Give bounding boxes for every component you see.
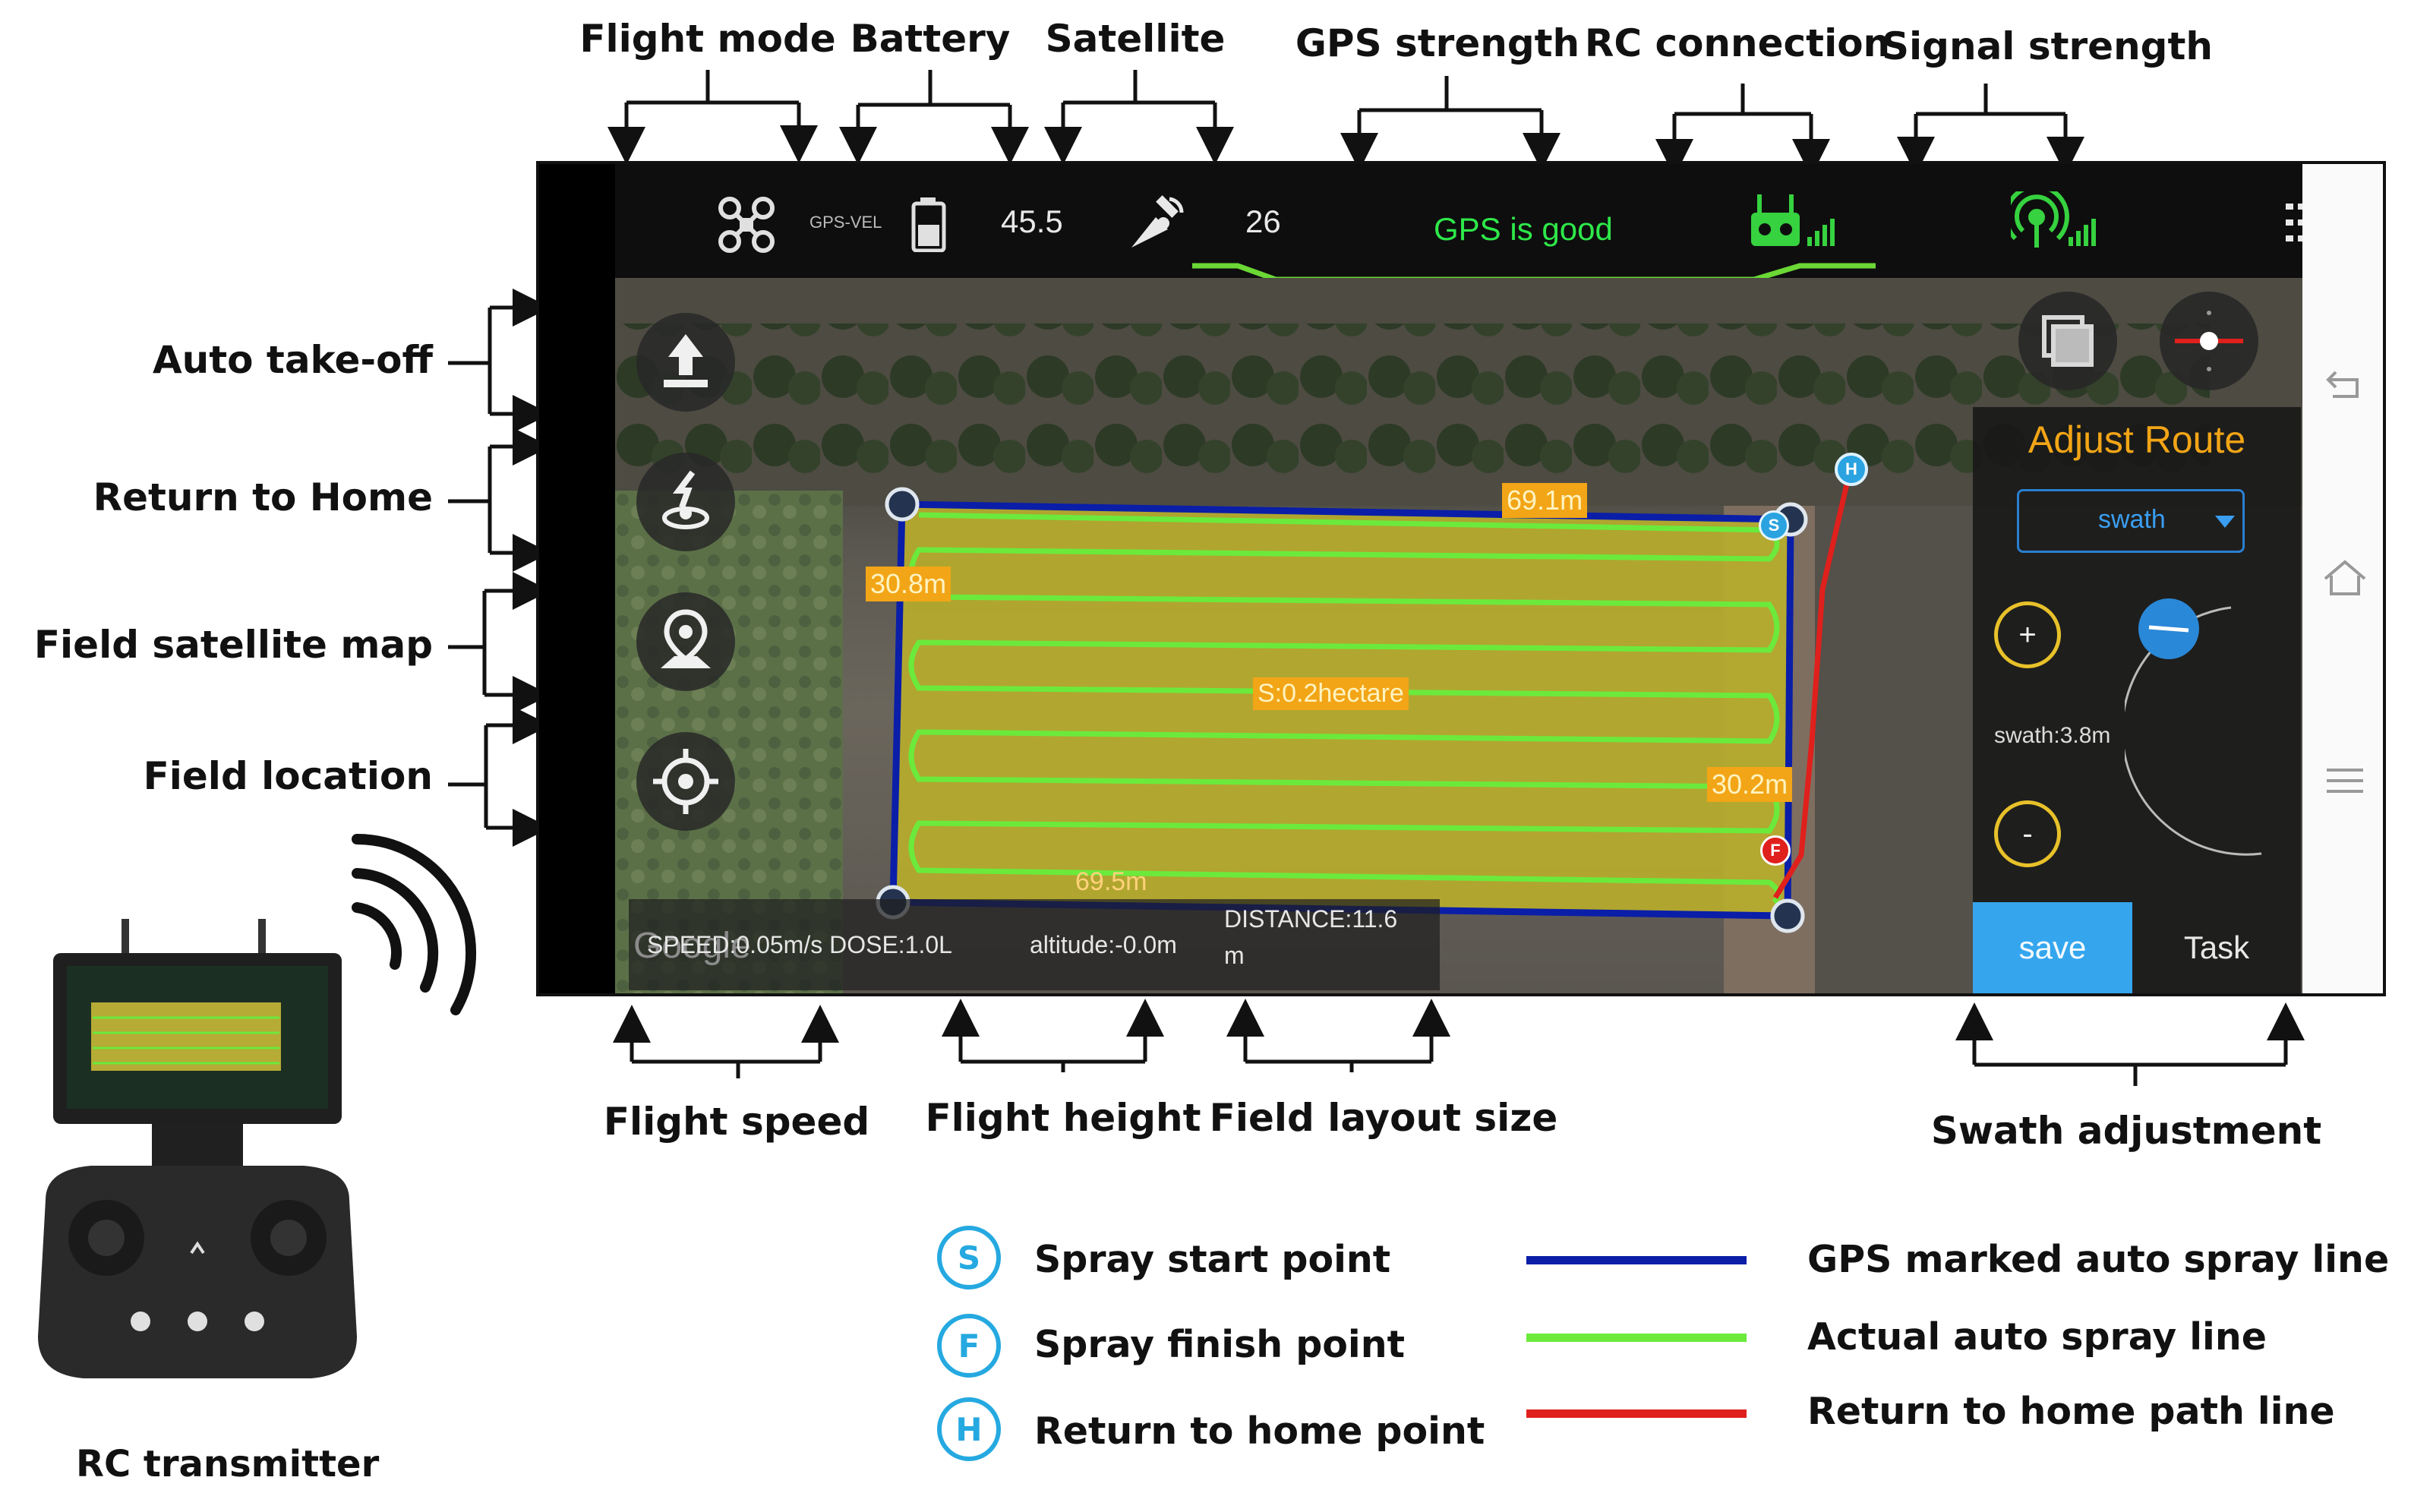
annotation-flight-mode: Flight mode [579,17,836,61]
speed-dose-readout: SPEED:0.05m/s DOSE:1.0L [647,931,952,958]
legend-actual-line-swatch [1526,1334,1747,1342]
field-area [893,504,1791,916]
app-screen: GPS-VEL 45.5 26 GPS is good [536,161,2386,996]
annotation-swath-adjustment: Swath adjustment [1930,1109,2322,1153]
flight-mode-label: GPS-VEL [809,213,882,232]
return-home-path-line [1773,470,1853,899]
status-top-bar: GPS-VEL 45.5 26 GPS is good [615,164,2377,283]
crosshair-icon [653,749,718,814]
gps-status: GPS is good [1434,211,1613,247]
legend-home-label: Return to home point [1034,1409,1485,1453]
system-nav-bar [2302,164,2383,993]
altitude-readout: altitude:-0.0m [1030,931,1177,958]
dimension-label-bottom: 69.5m [1075,867,1147,896]
distance-readout: DISTANCE:11.6 [1224,905,1398,933]
spray-field-overlay [876,470,1853,933]
flight-status-strip: Google SPEED:0.05m/s DOSE:1.0L altitude:… [629,899,1440,990]
field-area-label: S:0.2hectare [1253,677,1409,710]
annotation-gps-strength: GPS strength [1295,21,1580,65]
layers-icon [2042,315,2094,367]
annotation-field-location: Field location [143,754,433,798]
annotation-rc-connection: RC connection [1584,21,1891,65]
swath-plus-button[interactable]: + [1994,601,2061,668]
annotation-battery: Battery [850,17,1011,61]
field-location-button[interactable] [636,732,735,831]
legend-gps-line-swatch [1526,1256,1747,1264]
annotation-satellite: Satellite [1045,17,1226,61]
spray-start-marker[interactable]: S [1759,510,1789,541]
dimension-label-left: 30.8m [866,567,951,601]
signal-strength-icon [2011,191,2096,248]
task-button[interactable]: Task [2183,930,2250,965]
swath-slider[interactable] [2125,589,2292,870]
auto-takeoff-button[interactable] [636,313,735,412]
compass-icon [2175,311,2243,371]
legend-finish-label: Spray finish point [1034,1323,1406,1366]
compass-button[interactable] [2160,292,2258,390]
back-icon[interactable] [2325,368,2365,401]
recent-apps-icon[interactable] [2325,764,2365,797]
layers-button[interactable] [2018,292,2117,390]
rc-connection-icon [1751,194,1835,246]
distance-readout-unit: m [1224,942,1245,969]
annotation-return-home: Return to Home [93,475,433,519]
dimension-label-top: 69.1m [1502,483,1588,518]
adjust-route-title: Adjust Route [2028,418,2246,461]
legend-actual-line-label: Actual auto spray line [1807,1315,2267,1359]
legend-finish-symbol: F [937,1314,1001,1378]
map-pin-icon [661,609,711,668]
return-home-icon [662,470,709,529]
return-home-button[interactable] [636,453,735,551]
wireless-signal-icon [352,834,477,1015]
legend-return-line-label: Return to home path line [1807,1390,2335,1433]
battery-value: 45.5 [1001,204,1063,239]
map-watermark: Google [633,926,751,966]
home-icon[interactable] [2322,559,2368,598]
field-satellite-map-button[interactable] [636,592,735,691]
satellite-icon [1131,195,1184,248]
flight-mode-icon[interactable] [718,196,775,254]
rc-transmitter-image [38,919,357,1378]
annotation-field-layout-size: Field layout size [1209,1096,1558,1140]
swath-dropdown[interactable]: swath [2017,489,2245,553]
annotation-flight-height: Flight height [925,1096,1201,1140]
dimension-label-right: 30.2m [1707,767,1793,802]
adjust-route-panel: Adjust Route swath + - swath:3.8m save T… [1973,407,2301,993]
annotation-flight-speed: Flight speed [603,1100,870,1144]
annotation-field-satellite-map: Field satellite map [33,623,433,667]
takeoff-icon [664,334,708,387]
battery-icon [911,197,946,252]
annotation-signal-strength: Signal strength [1882,24,2213,68]
spray-finish-marker[interactable]: F [1760,835,1791,866]
chevron-down-icon [2215,516,2235,528]
legend-start-symbol: S [937,1226,1001,1289]
save-button[interactable]: save [1973,902,2132,993]
legend-start-label: Spray start point [1034,1238,1391,1281]
annotation-auto-takeoff: Auto take-off [152,338,433,382]
legend-return-line-swatch [1526,1409,1747,1418]
swath-value: swath:3.8m [1994,723,2111,748]
legend-gps-line-label: GPS marked auto spray line [1807,1238,2390,1281]
legend-home-symbol: H [937,1397,1001,1461]
return-home-marker[interactable]: H [1835,453,1868,486]
swath-dropdown-value: swath [2098,505,2166,534]
annotation-rc-transmitter: RC transmitter [76,1443,380,1485]
swath-minus-button[interactable]: - [1994,800,2061,867]
satellite-count: 26 [1245,204,1281,239]
